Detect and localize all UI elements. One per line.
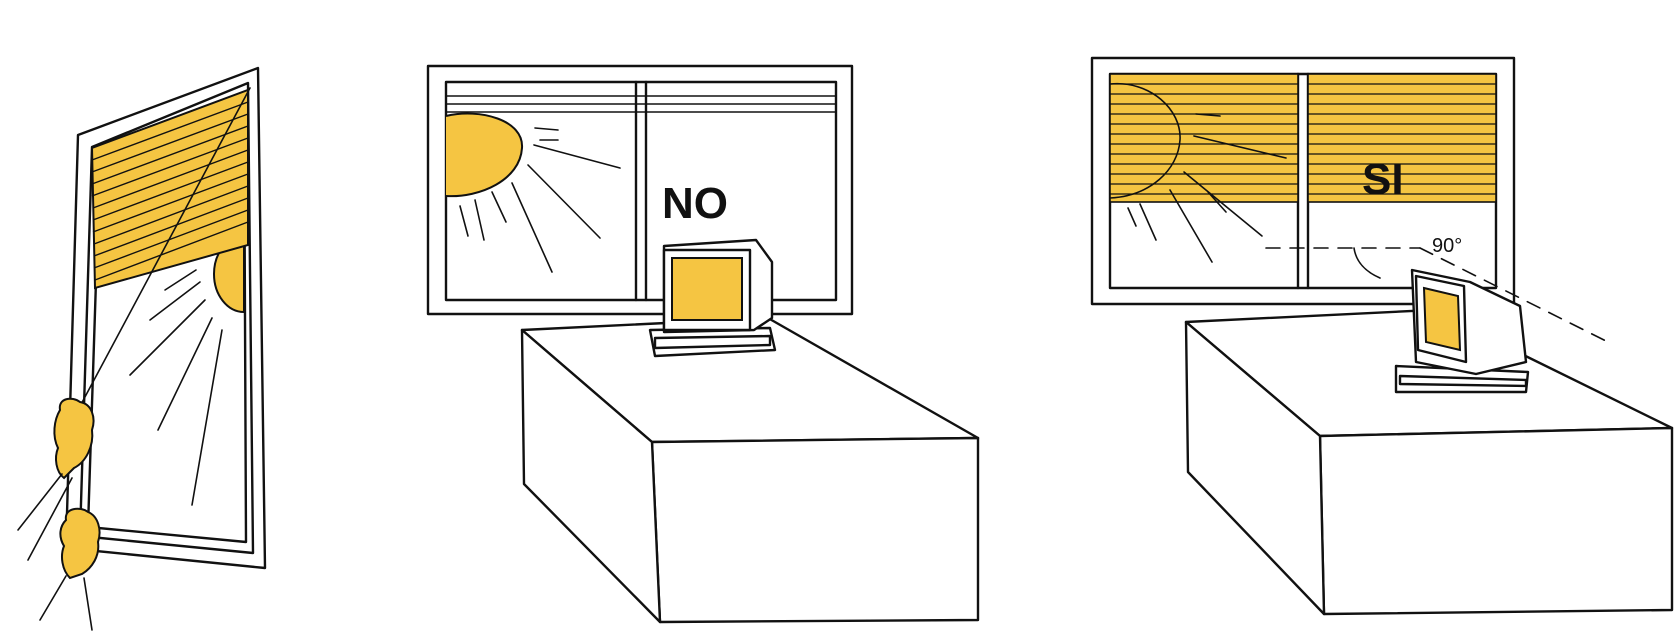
- desk: [522, 318, 978, 622]
- computer-monitor-icon: [650, 240, 775, 356]
- monitor-screen: [1424, 288, 1460, 350]
- panel-incorrect: NO: [428, 66, 978, 622]
- panel-correct: SI 90°: [1092, 58, 1672, 614]
- monitor-screen: [672, 258, 742, 320]
- label-si: SI: [1362, 155, 1404, 204]
- panel-window-blind: [18, 68, 265, 630]
- desk-front: [1320, 428, 1672, 614]
- hand-lower-icon: [60, 509, 99, 578]
- desk-front: [652, 438, 978, 622]
- label-angle: 90°: [1432, 235, 1462, 257]
- label-no: NO: [662, 179, 728, 228]
